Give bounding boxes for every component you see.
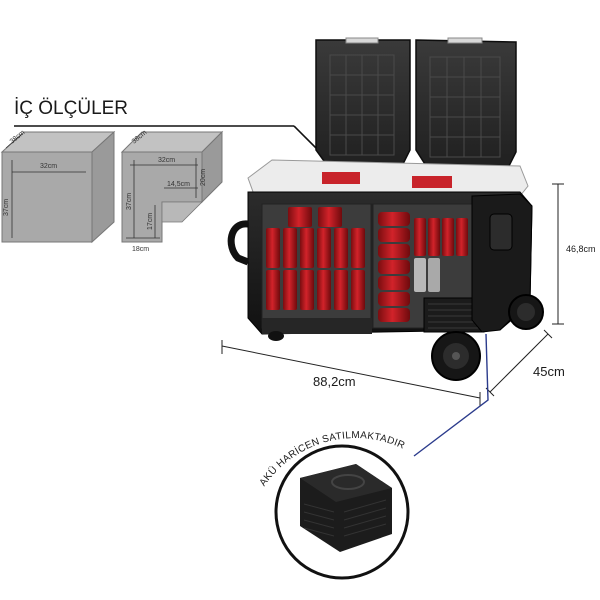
box-large-height-label: 37cm xyxy=(3,199,10,216)
battery-connector-line xyxy=(413,333,489,457)
box-stepped-step-height-label: 17cm xyxy=(147,213,154,230)
box-stepped-bottom-width-label: 18cm xyxy=(132,246,149,253)
cans-right xyxy=(378,212,468,322)
dimension-lines xyxy=(221,183,564,406)
wheel-front xyxy=(431,331,481,381)
wheel-rear xyxy=(508,294,544,330)
box-stepped-height-right-label: 20cm xyxy=(200,169,207,186)
battery-icon xyxy=(300,464,392,552)
box-stepped-step-width-label: 14,5cm xyxy=(167,181,190,188)
inner-dimensions-heading: İÇ ÖLÇÜLER xyxy=(14,98,128,119)
cooler-illustration xyxy=(227,37,544,381)
box-stepped-width-label: 32cm xyxy=(158,157,175,164)
inner-box-stepped: 38cm 32cm 20cm 14,5cm 37cm 17cm 18cm xyxy=(120,129,224,253)
box-stepped-height-left-label: 37cm xyxy=(126,193,133,210)
inner-box-large: 38cm 32cm 37cm xyxy=(0,129,116,244)
dim-length-label: 88,2cm xyxy=(313,374,356,389)
cans-left xyxy=(266,207,365,310)
dim-depth-label: 45cm xyxy=(533,364,565,379)
dim-height-label: 46,8cm xyxy=(566,244,596,254)
box-large-width-label: 32cm xyxy=(40,163,57,170)
